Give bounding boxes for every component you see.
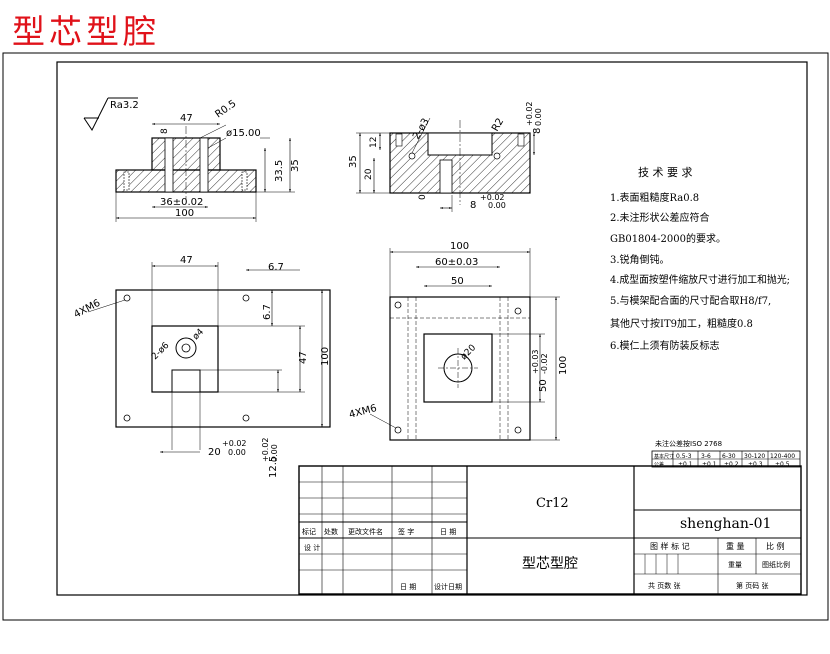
dim-35: 35 [290,159,301,172]
tech-title: 技 术 要 求 [638,166,693,179]
tech-item-8: 6.模仁上须有防装反标志 [610,339,720,352]
dim-d4: ø4 [191,327,206,342]
sheets-total: 共 页数 张 [648,581,680,590]
stage-label: 图 样 标 记 [650,541,690,551]
tolerance-table: 未注公差按ISO 2768 基本尺寸 公差 0.5-3 3-6 6-30 30-… [651,439,801,468]
bolt-holes-left [123,294,250,422]
dim-20: 20 [364,168,374,180]
drawing-number: shenghan-01 [680,516,771,532]
view-top-left: 47 R0.5 ø15.00 8 33.5 35 36±0.02 100 [115,98,301,222]
dim-r2: R2 [490,116,506,133]
dim-8: 8 [160,128,170,134]
dim-12: 12 [369,137,379,148]
dim-6-7-h: 6.7 [268,262,284,273]
view-bottom-left: 47 6.7 6.7 47 100 4XM6 2-ø6 ø4 20 +0.02 … [72,255,331,478]
col-sign: 签 字 [398,527,414,536]
tol-range-5: 120-400 [770,453,795,460]
bolt-holes-right [394,301,522,434]
inner-frame [56,61,808,596]
dim-w8-up: +0.02 [480,193,505,202]
tech-item-5: 4.成型面按塑件缩放尺寸进行加工和抛光; [610,273,790,286]
tech-item-1: 1.表面粗糙度Ra0.8 [610,191,699,204]
dim-36: 36±0.02 [160,197,203,208]
roughness-label: Ra3.2 [110,100,139,111]
tech-item-6: 5.与模架配合面的尺寸配合取H8/f7, [610,294,771,307]
dim-50-v-up: +0.03 [531,349,540,374]
dim-12-5: 12.5 [268,456,279,478]
dim-4xm6-right: 4XM6 [348,403,378,421]
tol-range-1: 0.5-3 [676,453,692,460]
col-date: 日 期 [440,528,456,536]
date-label-2: 设计日期 [434,582,462,591]
dim-4xm6-left: 4XM6 [72,298,102,321]
dim-0: 0 [418,194,428,200]
dim-12-5-low: 0.00 [270,444,279,462]
title-block: 标记 处数 更改文件名 签 字 日 期 设 计 日 期 设计日期 Cr12 型芯… [298,465,802,595]
dim-8-r-up: +0.02 [525,101,534,126]
tol-val-4: ±0.3 [748,461,763,468]
tech-item-3: GB01804-2000的要求。 [610,232,726,245]
dim-8-r-low: 0.00 [534,108,543,126]
dim-8-r: 8 [532,128,543,134]
dim-60: 60±0.03 [435,257,478,268]
cavity-plate [389,296,531,441]
dim-2d6: 2-ø6 [150,341,172,363]
tol-row1-label: 基本尺寸 [654,453,674,460]
dim-r05: R0.5 [213,98,238,120]
dim-100-v-r: 100 [558,356,569,375]
weight-label: 重 量 [726,541,745,551]
dim-100: 100 [175,208,194,219]
dim-d20: ø20 [459,343,478,362]
dim-47: 47 [180,113,193,124]
dim-33-5: 33.5 [274,160,285,182]
tol-range-2: 3-6 [701,453,711,460]
tol-range-3: 6-30 [722,453,736,460]
weight-value: 重量 [728,561,742,569]
dim-6-7-v: 6.7 [262,304,273,320]
dim-47-v: 47 [298,351,309,364]
dim-20-low: 0.00 [228,448,246,457]
view-top-right: 2-ø3 R2 12 35 20 8 +0.02 0.00 0 8 +0.02 … [348,101,543,212]
core-plate [115,289,331,428]
dim-50-h: 50 [451,276,464,287]
dim-20: 20 [208,447,221,458]
dim-d15: ø15.00 [226,128,261,139]
view-bottom-right: 100 60±0.03 50 ø20 50 +0.03 -0.02 100 4X… [348,241,569,441]
tech-item-2: 2.未注形状公差应符合 [610,211,710,224]
dim-12-5-up: +0.02 [261,437,270,462]
scale-label: 比 例 [766,541,785,551]
col-mark: 标记 [302,527,316,536]
sheet-number: 第 页码 张 [736,581,768,590]
tol-val-3: ±0.2 [724,461,739,468]
tol-row2-label: 公差 [654,461,664,468]
dim-47-bl: 47 [180,255,193,266]
tol-range-4: 30-120 [744,453,765,460]
dim-50-v-low: -0.02 [540,353,549,374]
tech-item-4: 3.锐角倒钝。 [610,253,670,266]
dim-20-up: +0.02 [222,439,247,448]
dim-50-v: 50 [538,379,549,392]
part-name: 型芯型腔 [522,556,578,572]
designer-label: 设 计 [304,543,320,552]
tol-val-5: ±0.5 [775,461,790,468]
tol-val-2: ±0.1 [702,461,717,468]
tol-val-1: ±0.1 [678,461,693,468]
scale-value: 图纸比例 [762,560,790,569]
dim-w8: 8 [470,200,476,211]
header-title: 型芯型腔 [12,12,160,51]
tolerance-caption: 未注公差按ISO 2768 [655,439,722,448]
outer-frame [2,52,829,621]
dim-100-v: 100 [320,347,331,366]
dim-w8-low: 0.00 [488,201,506,210]
date-label-1: 日 期 [400,583,416,591]
roughness-symbol: Ra3.2 [83,97,139,131]
dim-100-h-r: 100 [450,241,469,252]
tech-item-7: 其他尺寸按IT9加工，粗糙度0.8 [610,317,753,330]
dim-35-b: 35 [348,155,359,168]
col-file: 更改文件名 [348,527,383,536]
material: Cr12 [536,496,569,511]
col-count: 处数 [324,527,338,536]
tech-requirements: 技 术 要 求 1.表面粗糙度Ra0.8 2.未注形状公差应符合 GB01804… [610,166,790,352]
